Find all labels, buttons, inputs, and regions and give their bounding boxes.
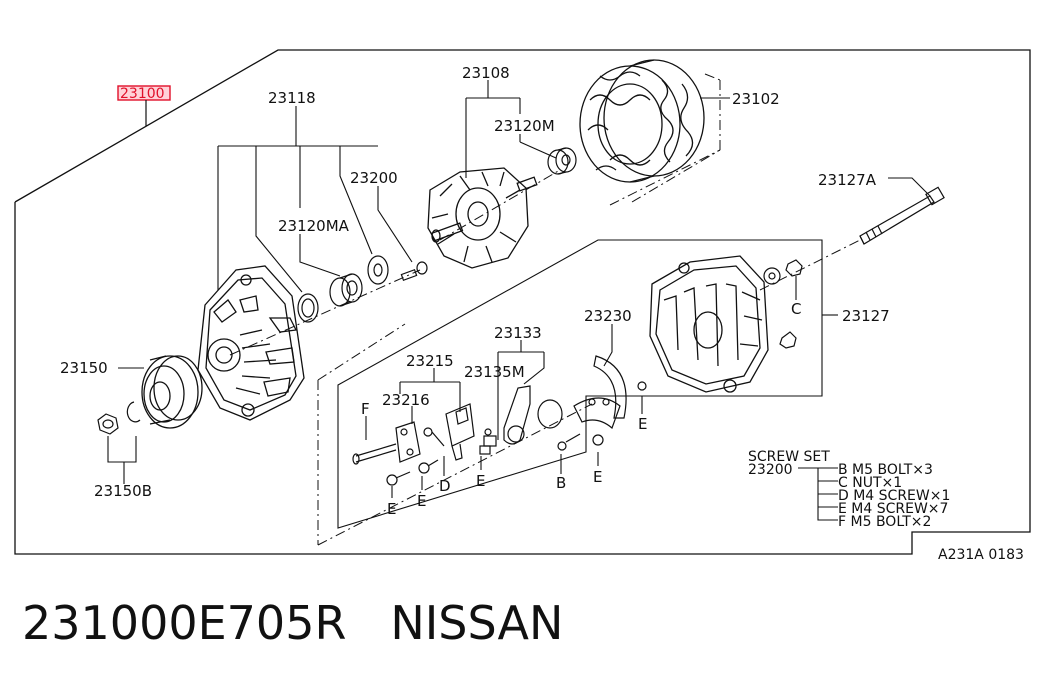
front-bearing[interactable] xyxy=(329,273,363,307)
label-23200[interactable]: 23200 xyxy=(350,169,398,187)
caption-brand: NISSAN xyxy=(390,596,564,650)
main-part-highlight xyxy=(117,85,171,101)
label-23135M[interactable]: 23135M xyxy=(464,363,525,381)
letter-e-1: E xyxy=(387,500,396,518)
letter-d: D xyxy=(439,477,451,495)
letter-b: B xyxy=(556,474,566,492)
screw-set-title: SCREW SET xyxy=(748,449,830,465)
screw-set-table: SCREW SET 23200 B M5 BOLT×3 C NUT×1 D M4… xyxy=(748,449,950,530)
rotor[interactable] xyxy=(427,167,538,269)
pulley-nut-washer[interactable] xyxy=(97,401,141,435)
bolt-f[interactable] xyxy=(352,443,397,465)
letter-f: F xyxy=(361,400,370,418)
rear-cover[interactable] xyxy=(649,255,769,393)
screw-set-item-b: B M5 BOLT×3 xyxy=(838,462,933,478)
label-23102[interactable]: 23102 xyxy=(732,90,780,108)
part-caption: 231000E705R NISSAN xyxy=(22,596,563,650)
retainer-washer[interactable] xyxy=(367,255,389,285)
label-23120M[interactable]: 23120M xyxy=(494,117,555,135)
assembly-center-lines xyxy=(229,73,861,546)
label-23118[interactable]: 23118 xyxy=(268,89,316,107)
brush-holder[interactable] xyxy=(479,385,531,455)
label-23133[interactable]: 23133 xyxy=(494,324,542,342)
pulley[interactable] xyxy=(141,355,203,429)
figure-code: A231A 0183 xyxy=(938,547,1024,563)
screw-set-item-f: F M5 BOLT×2 xyxy=(838,514,931,530)
rear-bearing[interactable] xyxy=(547,147,577,175)
label-23150[interactable]: 23150 xyxy=(60,359,108,377)
part-labels: 23118 23108 23102 23120M 23200 23120MA 2… xyxy=(60,64,890,500)
label-23230[interactable]: 23230 xyxy=(584,307,632,325)
letter-e-2: E xyxy=(417,492,426,510)
label-23150B[interactable]: 23150B xyxy=(94,482,152,500)
letter-e-3: E xyxy=(476,472,485,490)
letter-e-4: E xyxy=(593,468,602,486)
screw-set-item-e: E M4 SCREW×7 xyxy=(838,501,948,517)
diagram-border xyxy=(14,49,1031,555)
screw-letter-labels: C F E E D E B E E xyxy=(361,300,801,518)
letter-e-5: E xyxy=(638,415,647,433)
label-23127A[interactable]: 23127A xyxy=(818,171,877,189)
bolt-b[interactable] xyxy=(557,433,581,451)
leader-lines xyxy=(107,80,931,521)
screw-set-item-c: C NUT×1 xyxy=(838,475,902,491)
label-23108[interactable]: 23108 xyxy=(462,64,510,82)
label-23127[interactable]: 23127 xyxy=(842,307,890,325)
retainer-screw[interactable] xyxy=(400,261,428,281)
front-bracket[interactable] xyxy=(197,265,305,421)
rear-cover-group-outline xyxy=(337,239,823,529)
regulator[interactable] xyxy=(445,403,475,461)
diode-assembly[interactable] xyxy=(573,355,627,430)
through-bolt[interactable] xyxy=(859,186,945,245)
label-23215[interactable]: 23215 xyxy=(406,352,454,370)
letter-c: C xyxy=(791,300,801,318)
caption-part-number: 231000E705R xyxy=(22,596,347,650)
screw-e-2[interactable] xyxy=(418,459,439,474)
main-part-number: 23100 xyxy=(120,86,165,102)
label-23216[interactable]: 23216 xyxy=(382,391,430,409)
stator[interactable] xyxy=(579,59,705,183)
regulator-plate[interactable] xyxy=(395,421,421,463)
screw-set-part[interactable]: 23200 xyxy=(748,462,793,478)
terminal-nut[interactable] xyxy=(763,259,803,349)
spacer-ring[interactable] xyxy=(297,293,319,323)
screw-d[interactable] xyxy=(423,427,445,447)
screw-e-3[interactable] xyxy=(592,434,604,446)
seal-ring[interactable] xyxy=(537,399,563,429)
screw-e-4[interactable] xyxy=(637,381,647,391)
main-part-callout[interactable]: 23100 xyxy=(117,85,171,126)
screw-e-1[interactable] xyxy=(386,471,411,486)
label-23120MA[interactable]: 23120MA xyxy=(278,217,350,235)
screw-set-item-d: D M4 SCREW×1 xyxy=(838,488,950,504)
